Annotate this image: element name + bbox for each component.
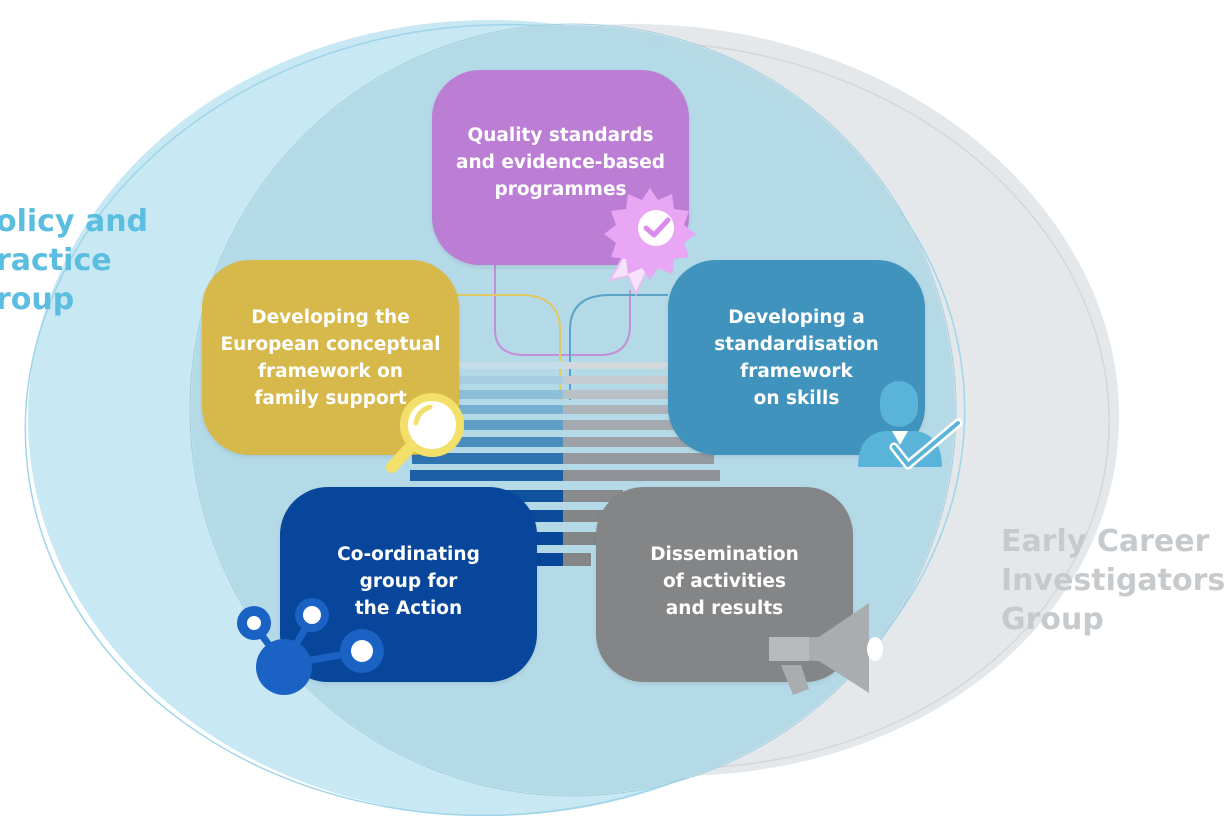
eci-label-line-1: Early Career xyxy=(1001,524,1210,559)
coord-line-1: Co-ordinating xyxy=(337,544,480,565)
dissem-line-1: Dissemination xyxy=(650,544,799,565)
european-line-4: family support xyxy=(254,388,407,409)
megaphone-icon xyxy=(769,603,883,695)
european-framework-box: Developing the European conceptual frame… xyxy=(202,260,459,455)
dissem-line-2: of activities xyxy=(663,571,786,592)
inner-ellipse-outline xyxy=(189,23,957,797)
european-line-1: Developing the xyxy=(251,307,410,328)
person-check-icon xyxy=(858,381,963,470)
coord-line-3: the Action xyxy=(354,598,463,619)
policy-label-line-1: olicy and xyxy=(0,204,149,239)
coordinating-group-box: Co-ordinating group for the Action xyxy=(280,487,537,682)
policy-ellipse-outline xyxy=(24,23,966,816)
standardisation-framework-box: Developing a standardisation framework o… xyxy=(668,260,925,455)
coord-line-2: group for xyxy=(359,571,458,592)
quality-line-3: programmes xyxy=(494,179,627,200)
quality-line-1: Quality standards xyxy=(467,125,654,146)
dissem-line-3: and results xyxy=(665,598,784,619)
eci-label-line-3: Group xyxy=(1001,602,1104,637)
standard-line-1: Developing a xyxy=(728,307,865,328)
policy-label-line-2: ractice xyxy=(0,243,112,278)
magnifier-icon xyxy=(386,393,464,473)
award-badge-icon xyxy=(604,188,696,297)
connector-blue xyxy=(569,294,668,400)
eci-label-line-2: Investigators xyxy=(1001,563,1226,598)
network-icon xyxy=(237,598,384,695)
connector-yellow xyxy=(455,294,561,400)
standard-line-2: standardisation xyxy=(714,334,879,355)
policy-label-line-3: roup xyxy=(0,282,75,317)
standard-line-3: framework xyxy=(740,361,853,382)
connector-purple xyxy=(494,265,631,356)
european-line-3: framework on xyxy=(257,361,404,382)
early-career-group-label: Early Career Investigators Group xyxy=(1001,522,1225,639)
standard-line-4: on skills xyxy=(753,388,840,409)
quality-line-2: and evidence-based xyxy=(456,152,665,173)
european-line-2: European conceptual xyxy=(220,334,441,355)
policy-group-label: olicy and ractice roup xyxy=(0,202,148,319)
center-stripes xyxy=(410,362,720,566)
